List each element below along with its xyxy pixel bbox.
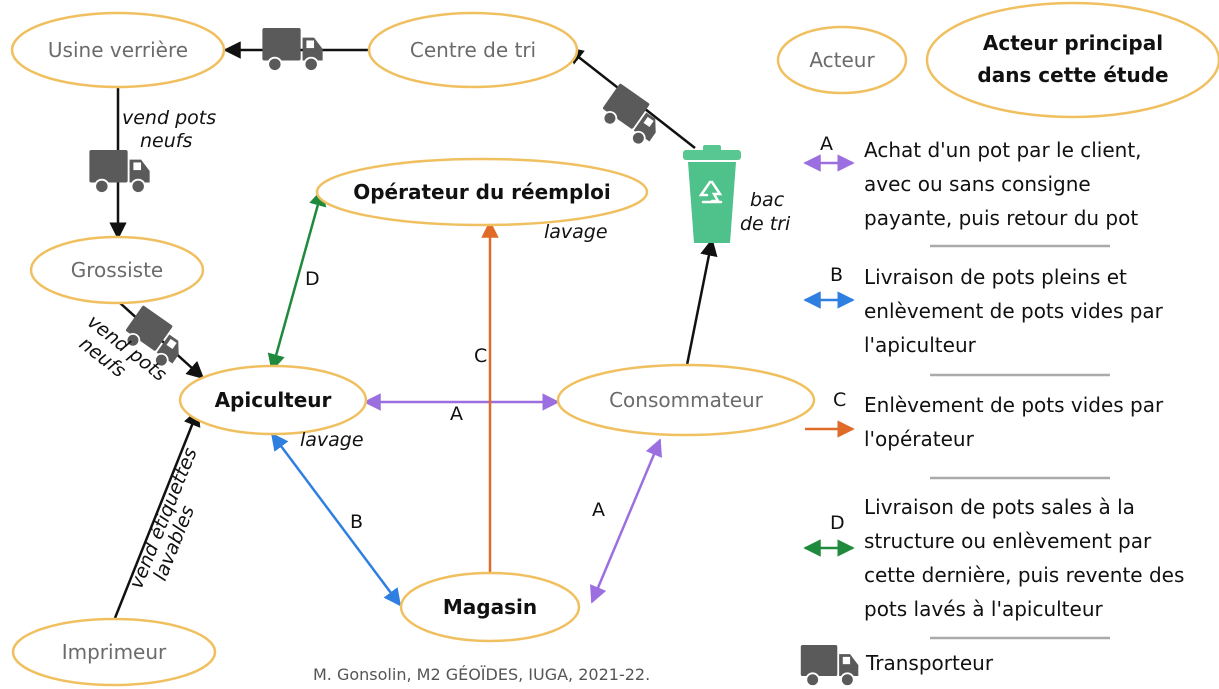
node-grossiste: Grossiste [29,235,205,305]
label-D: D [305,268,320,290]
label-lavage-apiculteur: lavage [300,429,364,451]
node-apiculteur: Apiculteur [178,364,368,436]
legend-acteur: Acteur [776,25,908,95]
label-vend-pots-usine-1: vend pots [122,107,216,129]
legend-C-line-1: Enlèvement de pots vides par [864,393,1164,417]
legend-acteur-principal-line-1: Acteur principal [983,31,1163,55]
arrow-consommateur-to-bac [685,238,718,366]
label-lavage-operateur: lavage [544,221,608,243]
label-bac-1: bac [750,189,785,211]
node-apiculteur-label: Apiculteur [215,388,332,412]
legend: Acteur Acteur principal dans cette étude… [776,1,1219,675]
label-C: C [474,345,487,367]
node-imprimeur-label: Imprimeur [62,640,167,664]
truck-icon [89,150,151,194]
node-magasin: Magasin [399,571,581,643]
legend-acteur-principal-line-2: dans cette étude [977,63,1168,87]
label-vend-pots-usine-2: neufs [140,130,192,152]
legend-B-line-1: Livraison de pots pleins et [864,265,1127,289]
legend-item-D: D Livraison de pots sales à la structure… [803,495,1184,621]
recycling-bin-icon [683,145,741,243]
node-grossiste-label: Grossiste [71,258,163,282]
arrow-D-operateur-apiculteur [267,188,327,372]
legend-item-C: C Enlèvement de pots vides par l'opérate… [805,389,1164,451]
label-A-top: A [450,403,463,425]
legend-item-B: B Livraison de pots pleins et enlèvement… [803,264,1164,357]
truck-icon [595,82,669,151]
legend-acteur-label: Acteur [809,48,875,72]
arrow-imprimeur-to-apiculteur [113,408,201,619]
label-A-bottom: A [592,499,605,521]
legend-A-line-3: payante, puis retour du pot [864,206,1138,230]
legend-D-line-3: cette dernière, puis revente des [864,563,1184,587]
legend-D-letter: D [830,512,845,534]
legend-A-line-2: avec ou sans consigne [864,172,1091,196]
arrow-B-apiculteur-magasin [270,432,402,607]
node-operateur-label: Opérateur du réemploi [353,180,611,204]
node-imprimeur: Imprimeur [11,617,217,687]
legend-B-line-3: l'apiculteur [864,333,977,357]
label-B: B [350,511,363,533]
label-bac-2: de tri [740,213,791,235]
legend-acteur-principal: Acteur principal dans cette étude [925,1,1219,119]
arrow-A-magasin-consommateur [590,438,662,604]
legend-item-A: A Achat d'un pot par le client, avec ou … [803,133,1142,230]
node-consommateur-label: Consommateur [609,388,764,412]
node-centre-tri: Centre de tri [367,11,579,89]
legend-A-letter: A [820,133,833,155]
truck-icon [262,28,324,72]
node-usine: Usine verrière [10,11,226,89]
legend-C-letter: C [833,389,846,411]
node-consommateur: Consommateur [556,363,816,437]
legend-transporteur-label: Transporteur [865,651,994,675]
legend-B-line-2: enlèvement de pots vides par [864,299,1164,323]
legend-B-letter: B [830,264,843,286]
node-usine-label: Usine verrière [48,38,188,62]
credit-text: M. Gonsolin, M2 GÉOÏDES, IUGA, 2021-22. [313,665,650,684]
node-magasin-label: Magasin [443,595,537,619]
truck-icon [800,645,860,687]
legend-D-line-1: Livraison de pots sales à la [864,495,1135,519]
legend-C-line-2: l'opérateur [864,427,975,451]
node-centre-tri-label: Centre de tri [410,38,536,62]
legend-D-line-4: pots lavés à l'apiculteur [864,597,1104,621]
legend-D-line-2: structure ou enlèvement par [864,529,1152,553]
node-operateur: Opérateur du réemploi [315,157,649,227]
legend-A-line-1: Achat d'un pot par le client, [864,138,1142,162]
